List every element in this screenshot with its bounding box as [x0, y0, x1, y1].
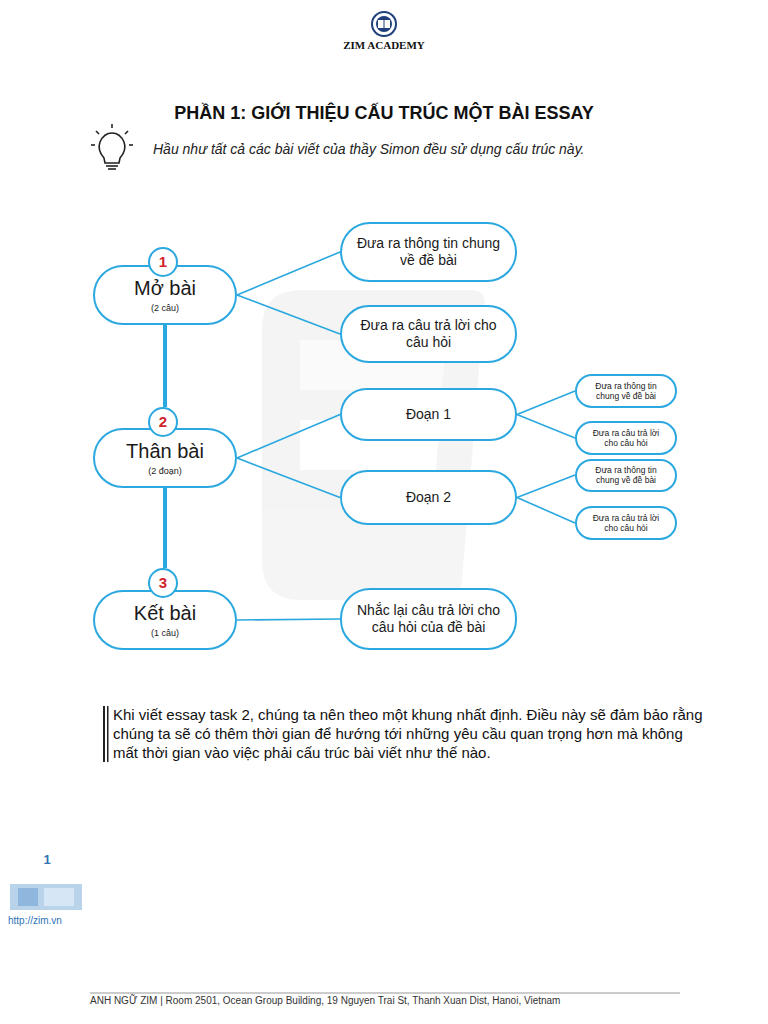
step-number: 3: [148, 568, 178, 598]
branch-connector: [237, 458, 340, 498]
box-text: Nhắc lại câu trả lời cho câu hỏi của đề …: [356, 602, 501, 636]
box-text: Đưa ra thông tin chung về đề bài: [356, 235, 501, 269]
section-box: Kết bài (1 câu): [93, 590, 237, 650]
branch-connector: [517, 475, 575, 498]
lightbulb-icon: [91, 124, 133, 169]
branch-connector: [517, 391, 575, 415]
branch-connector: [517, 415, 575, 439]
step-digit: 1: [159, 253, 167, 271]
box-text: Đưa ra câu trả lời cho câu hỏi: [585, 513, 667, 534]
content-box: Nhắc lại câu trả lời cho câu hỏi của đề …: [340, 588, 517, 650]
page-title: PHẦN 1: GIỚI THIỆU CẤU TRÚC MỘT BÀI ESSA…: [40, 103, 728, 124]
step-number: 1: [148, 247, 178, 277]
box-text: Đoạn 2: [406, 489, 451, 506]
branch-connector: [517, 498, 575, 524]
box-text: Đưa ra câu trả lời cho câu hỏi: [356, 317, 501, 351]
footer-banner: [10, 884, 82, 910]
box-text: Kết bài: [134, 601, 196, 625]
box-text: Đưa ra câu trả lời cho câu hỏi: [585, 428, 667, 449]
detail-box: Đưa ra thông tin chung về đề bài: [575, 459, 677, 492]
box-text: Mở bài: [134, 276, 196, 300]
detail-box: Đưa ra thông tin chung về đề bài: [575, 374, 677, 408]
note-text: Hầu như tất cả các bài viết của thầy Sim…: [153, 141, 753, 157]
content-box: Đoạn 1: [340, 388, 517, 441]
box-text: Đoạn 1: [406, 406, 451, 423]
box-text: Đưa ra thông tin chung về đề bài: [585, 381, 667, 402]
logo-icon: [372, 12, 396, 36]
box-text: Thân bài: [126, 439, 204, 463]
content-box: Đưa ra câu trả lời cho câu hỏi: [340, 305, 517, 363]
content-box: Đoạn 2: [340, 470, 517, 525]
detail-box: Đưa ra câu trả lời cho câu hỏi: [575, 506, 677, 540]
quote-bar: [107, 706, 109, 762]
box-text: Đưa ra thông tin chung về đề bài: [585, 465, 667, 486]
page-number: 1: [35, 852, 59, 867]
spine-connector: [163, 488, 167, 568]
step-digit: 3: [159, 574, 167, 592]
quote-text: Khi viết essay task 2, chúng ta nên theo…: [113, 705, 709, 762]
footer-rule: [90, 993, 680, 994]
quote-bar: [103, 706, 105, 762]
detail-box: Đưa ra câu trả lời cho câu hỏi: [575, 421, 677, 455]
footer-address: ANH NGỮ ZIM | Room 2501, Ocean Group Bui…: [90, 995, 750, 1006]
site-url: http://zim.vn: [8, 915, 98, 926]
branch-connector: [237, 295, 340, 334]
box-subtext: (2 câu): [151, 303, 179, 314]
section-box: Thân bài (2 đoạn): [93, 428, 237, 488]
logo-text: ZIM ACADEMY: [284, 39, 484, 51]
step-digit: 2: [159, 413, 167, 431]
spine-connector: [163, 325, 167, 407]
box-subtext: (1 câu): [151, 628, 179, 639]
content-box: Đưa ra thông tin chung về đề bài: [340, 222, 517, 282]
branch-connector: [237, 619, 340, 620]
box-subtext: (2 đoạn): [148, 466, 182, 477]
step-number: 2: [148, 407, 178, 437]
branch-connector: [237, 252, 340, 295]
branch-connector: [237, 415, 340, 459]
